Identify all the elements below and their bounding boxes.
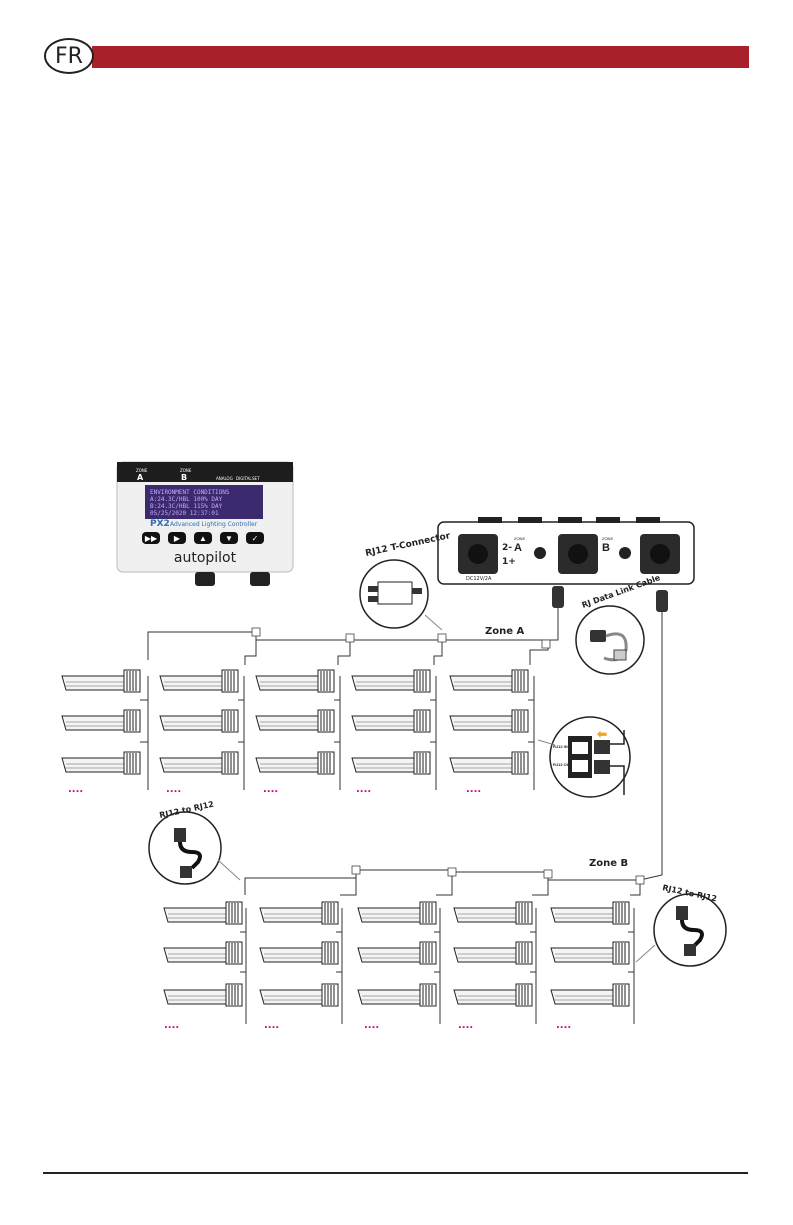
zone-b-label: Zone B: [589, 858, 628, 869]
svg-text:....: ....: [458, 1020, 473, 1031]
header-bar: [92, 46, 749, 68]
svg-text:....: ....: [263, 784, 278, 795]
zone-b-more-indicators: ............ ........: [164, 1020, 571, 1031]
analog-label: ANALOG: [216, 476, 233, 481]
zone-label-a-back: ZONE: [514, 536, 525, 541]
zone-a-plug: [552, 586, 564, 608]
language-code: FR: [55, 43, 83, 69]
language-badge: FR: [44, 38, 94, 74]
fast-forward-icon: ▶▶: [145, 534, 158, 543]
polarity-minus: 2-: [502, 543, 512, 553]
brand-logo: autopilot: [174, 550, 237, 566]
port-in-label: RJ12 IN: [553, 744, 568, 749]
lcd-line-3: B:24.3C/HBL 115% DAY: [150, 503, 223, 510]
zone-b-fixtures: [163, 901, 630, 1007]
lcd-line-2: A:24.3C/HBL 100% DAY: [150, 496, 223, 503]
rj-port-a-icon: [195, 572, 215, 586]
port-out-label: RJ12 OUT: [553, 762, 573, 767]
zone-b-back: B: [602, 542, 610, 554]
lcd-line-4: 05/25/2020 12:37:01: [150, 510, 219, 517]
play-icon: ▶: [174, 534, 181, 543]
digital-label: DIGITAL: [236, 476, 252, 481]
up-arrow-icon: ▲: [199, 534, 207, 543]
svg-text:....: ....: [164, 1020, 179, 1031]
lcd-line-1: ENVIRONMENT CONDITIONS: [150, 489, 230, 496]
model-subtitle: Advanced Lighting Controller: [170, 521, 258, 528]
zone-label-b: ZONE: [180, 468, 192, 473]
px2-controller: ENVIRONMENT CONDITIONS A:24.3C/HBL 100% …: [116, 461, 294, 586]
fast-forward-button[interactable]: [142, 532, 160, 544]
svg-text:....: ....: [166, 784, 181, 795]
down-button[interactable]: [220, 532, 238, 544]
model-name: PX2: [150, 519, 170, 529]
zone-b-indicator: B: [181, 473, 187, 482]
svg-text:....: ....: [264, 1020, 279, 1031]
set-label: SET: [252, 476, 260, 481]
zone-a-indicator: A: [137, 473, 144, 482]
play-button[interactable]: [168, 532, 186, 544]
zone-b-cabling: [244, 612, 663, 896]
svg-text:....: ....: [556, 1020, 571, 1031]
data-cable-callout: RJ Data Link Cable: [575, 573, 662, 675]
power-spec: DC12V/2A: [466, 576, 492, 582]
zone-a-back: A: [514, 542, 522, 554]
zone-a-daisy-chains: [140, 676, 535, 790]
zone-a-label: Zone A: [485, 626, 525, 637]
zone-a-more-indicators: ............ ........: [68, 784, 481, 795]
controller-back-panel: 2- 1+ DC12V/2A ZONE A ZONE B: [437, 517, 695, 585]
polarity-plus: 1+: [502, 557, 516, 567]
rj12-callout-left: RJ12 to RJ12: [148, 800, 241, 885]
zone-label-a: ZONE: [136, 468, 148, 473]
svg-text:....: ....: [356, 784, 371, 795]
port-callout: ⬅ RJ12 IN RJ12 OUT: [537, 716, 631, 798]
rj12-callout-right: RJ12 to RJ12: [635, 883, 727, 967]
zone-a-fixtures: [61, 669, 529, 775]
footer-rule: [43, 1172, 748, 1174]
svg-text:....: ....: [466, 784, 481, 795]
confirm-button[interactable]: [246, 532, 264, 544]
zone-label-b-back: ZONE: [602, 536, 613, 541]
input-arrow-icon: ⬅: [596, 727, 607, 741]
down-arrow-icon: ▼: [225, 534, 233, 543]
up-button[interactable]: [194, 532, 212, 544]
svg-text:....: ....: [364, 1020, 379, 1031]
rj-port-b-icon: [250, 572, 270, 586]
zone-b-daisy-chains: [240, 908, 635, 1024]
svg-text:....: ....: [68, 784, 83, 795]
check-icon: ✓: [252, 534, 259, 543]
zone-b-plug: [656, 590, 668, 612]
